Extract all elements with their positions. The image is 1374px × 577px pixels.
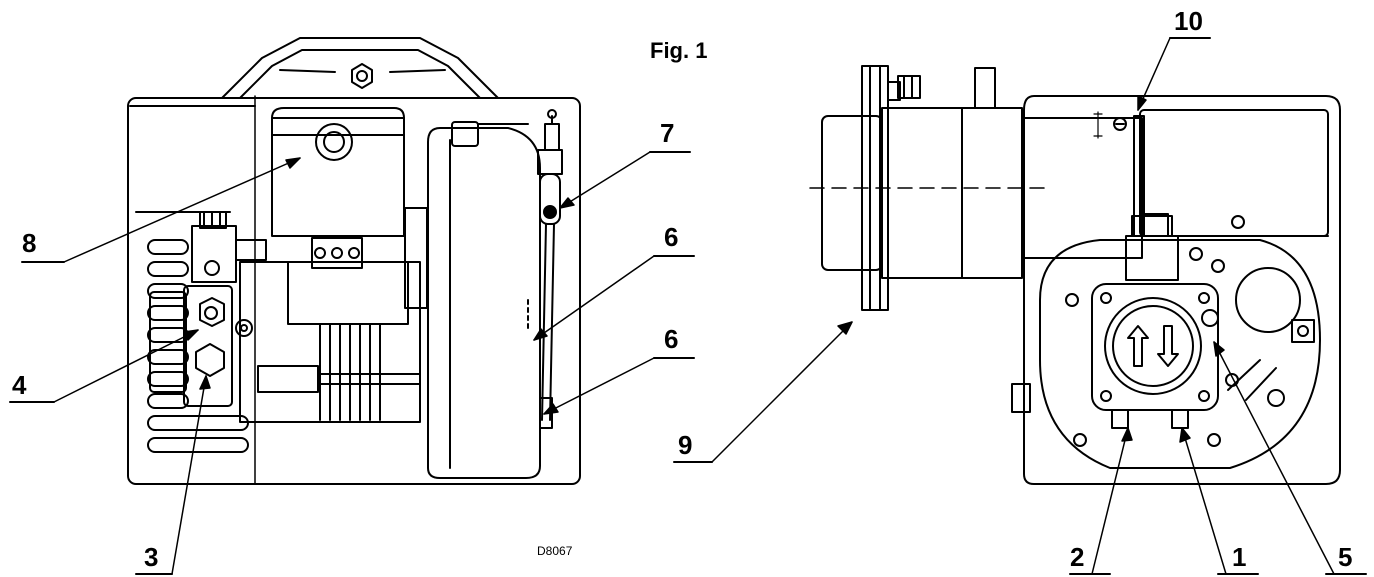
adjustment-scale-icon xyxy=(1093,111,1103,139)
blast-tube xyxy=(809,67,1143,279)
callout-6b: 6 xyxy=(664,324,679,354)
callout-8: 8 xyxy=(22,228,37,258)
flange-nut xyxy=(351,63,373,89)
leader-lines-left xyxy=(9,151,695,575)
motor xyxy=(239,207,428,423)
figure-title: Fig. 1 xyxy=(650,38,708,63)
flow-up-arrow xyxy=(1127,325,1149,367)
callout-1: 1 xyxy=(1232,542,1247,572)
control-box xyxy=(427,121,541,479)
pump-block xyxy=(149,211,267,407)
flow-down-arrow xyxy=(1157,325,1179,367)
head-flange xyxy=(861,65,921,311)
callout-9: 9 xyxy=(678,430,693,460)
ignition-transformer xyxy=(271,107,405,269)
side-housing xyxy=(1023,95,1341,485)
leader-lines-right xyxy=(673,37,1367,575)
plug-hex xyxy=(195,343,225,377)
burner-housing xyxy=(127,97,581,485)
photocell-assembly xyxy=(527,109,563,429)
mounting-flange xyxy=(221,37,499,99)
callout-3: 3 xyxy=(144,542,159,572)
callout-6a: 6 xyxy=(664,222,679,252)
callout-2: 2 xyxy=(1070,542,1085,572)
fan-volute xyxy=(1011,239,1321,469)
callout-10: 10 xyxy=(1174,6,1203,36)
callout-5: 5 xyxy=(1338,542,1353,572)
front-view xyxy=(9,37,695,575)
pressure-adjust-nut xyxy=(199,297,225,327)
callout-7: 7 xyxy=(660,118,675,148)
pump-side xyxy=(1091,215,1219,429)
side-view xyxy=(673,37,1367,575)
callout-4: 4 xyxy=(12,370,27,400)
drawing-code: D8067 xyxy=(537,544,573,558)
